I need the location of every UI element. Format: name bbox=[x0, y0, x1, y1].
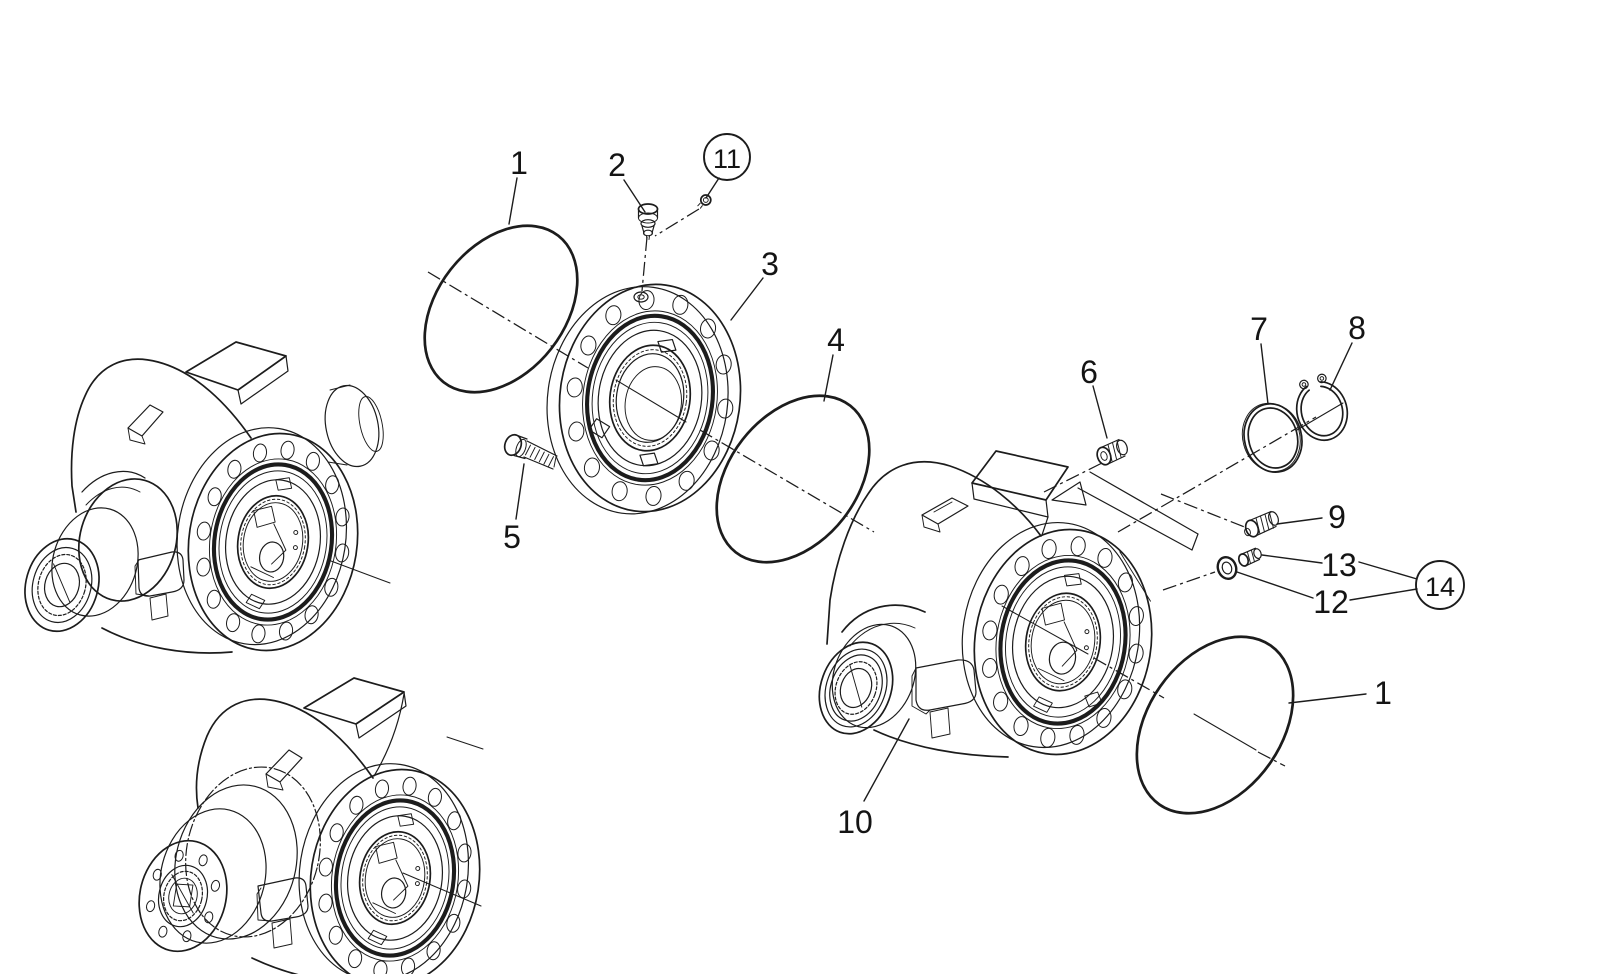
socket-bolt bbox=[503, 433, 558, 470]
housing-body bbox=[70, 341, 289, 654]
assembled-axle-housing-upper-view bbox=[24, 341, 391, 663]
leader-12 bbox=[1236, 571, 1314, 599]
leader-10 bbox=[863, 718, 910, 802]
assembly-centerlines bbox=[427, 208, 1344, 767]
centerline-tick bbox=[330, 560, 391, 584]
leader-4 bbox=[823, 354, 834, 402]
plug-9 bbox=[1244, 510, 1279, 538]
leader-7 bbox=[1260, 343, 1269, 405]
flange-face bbox=[283, 751, 496, 974]
flange-face bbox=[161, 415, 374, 662]
callout-3-label: 3 bbox=[761, 246, 779, 282]
rear-hub bbox=[324, 384, 384, 468]
plug-6 bbox=[1096, 438, 1128, 466]
bearing-cover-flange bbox=[546, 283, 742, 515]
callout-11-circle bbox=[703, 133, 751, 181]
breather-port-hole-inner bbox=[637, 294, 645, 300]
axle-neck bbox=[818, 604, 926, 735]
callout-13-label: 13 bbox=[1321, 547, 1357, 583]
callout-14-circle bbox=[1415, 560, 1465, 610]
breather-port-hole bbox=[633, 291, 649, 303]
leader-3 bbox=[730, 277, 764, 321]
callout-12-label: 12 bbox=[1313, 584, 1349, 620]
leader-5 bbox=[515, 463, 525, 520]
callout-2-label: 2 bbox=[608, 147, 626, 183]
callout-labels: 1 2 11 3 4 5 6 7 8 9 13 12 14 10 1 bbox=[503, 133, 1465, 840]
breather-plug bbox=[637, 203, 659, 240]
snap-ring-8 bbox=[1295, 373, 1349, 442]
axle-housing-main bbox=[818, 450, 1199, 758]
leader-11 bbox=[705, 177, 720, 199]
leader-8 bbox=[1329, 342, 1353, 391]
assembled-axle-housing-lower-view bbox=[138, 677, 496, 974]
callout-11-label: 11 bbox=[713, 144, 741, 174]
housing-body bbox=[195, 677, 407, 974]
leader-13 bbox=[1261, 554, 1323, 564]
leader-2 bbox=[623, 179, 646, 213]
flange-face bbox=[961, 521, 1153, 756]
o-ring-7 bbox=[1241, 402, 1303, 473]
callout-1-lower-label: 1 bbox=[1374, 675, 1392, 711]
callout-1-upper-label: 1 bbox=[510, 145, 528, 181]
leader-1-lower bbox=[1288, 693, 1367, 704]
hub-drum bbox=[138, 766, 321, 953]
callout-6-label: 6 bbox=[1080, 354, 1098, 390]
gasket-o-ring-lower bbox=[1135, 635, 1295, 815]
lock-lug bbox=[911, 659, 977, 739]
grub-screw bbox=[697, 194, 712, 209]
leader-9 bbox=[1276, 517, 1323, 525]
lock-lug bbox=[256, 877, 309, 949]
callout-14-label: 14 bbox=[1425, 572, 1455, 602]
centerline-tick bbox=[402, 872, 482, 907]
lock-lug bbox=[134, 551, 185, 621]
callout-7-label: 7 bbox=[1250, 311, 1268, 347]
gasket-o-ring-upper bbox=[423, 224, 579, 394]
callout-5-label: 5 bbox=[503, 519, 521, 555]
callout-4-label: 4 bbox=[827, 322, 845, 358]
rear-boss bbox=[1077, 471, 1199, 551]
centerline-tick bbox=[446, 736, 484, 750]
callout-9-label: 9 bbox=[1328, 499, 1346, 535]
plug-13 bbox=[1237, 547, 1262, 567]
leader-1-upper bbox=[508, 177, 518, 225]
leader-lines bbox=[508, 177, 1418, 802]
callout-10-label: 10 bbox=[837, 804, 873, 840]
washer-12 bbox=[1216, 556, 1238, 580]
callout-8-label: 8 bbox=[1348, 310, 1366, 346]
housing-body bbox=[826, 450, 1087, 758]
leader-13-to-14 bbox=[1358, 561, 1418, 580]
gasket-o-ring-middle bbox=[715, 394, 871, 564]
leader-6 bbox=[1092, 385, 1108, 439]
leader-12-to-14 bbox=[1349, 588, 1418, 601]
